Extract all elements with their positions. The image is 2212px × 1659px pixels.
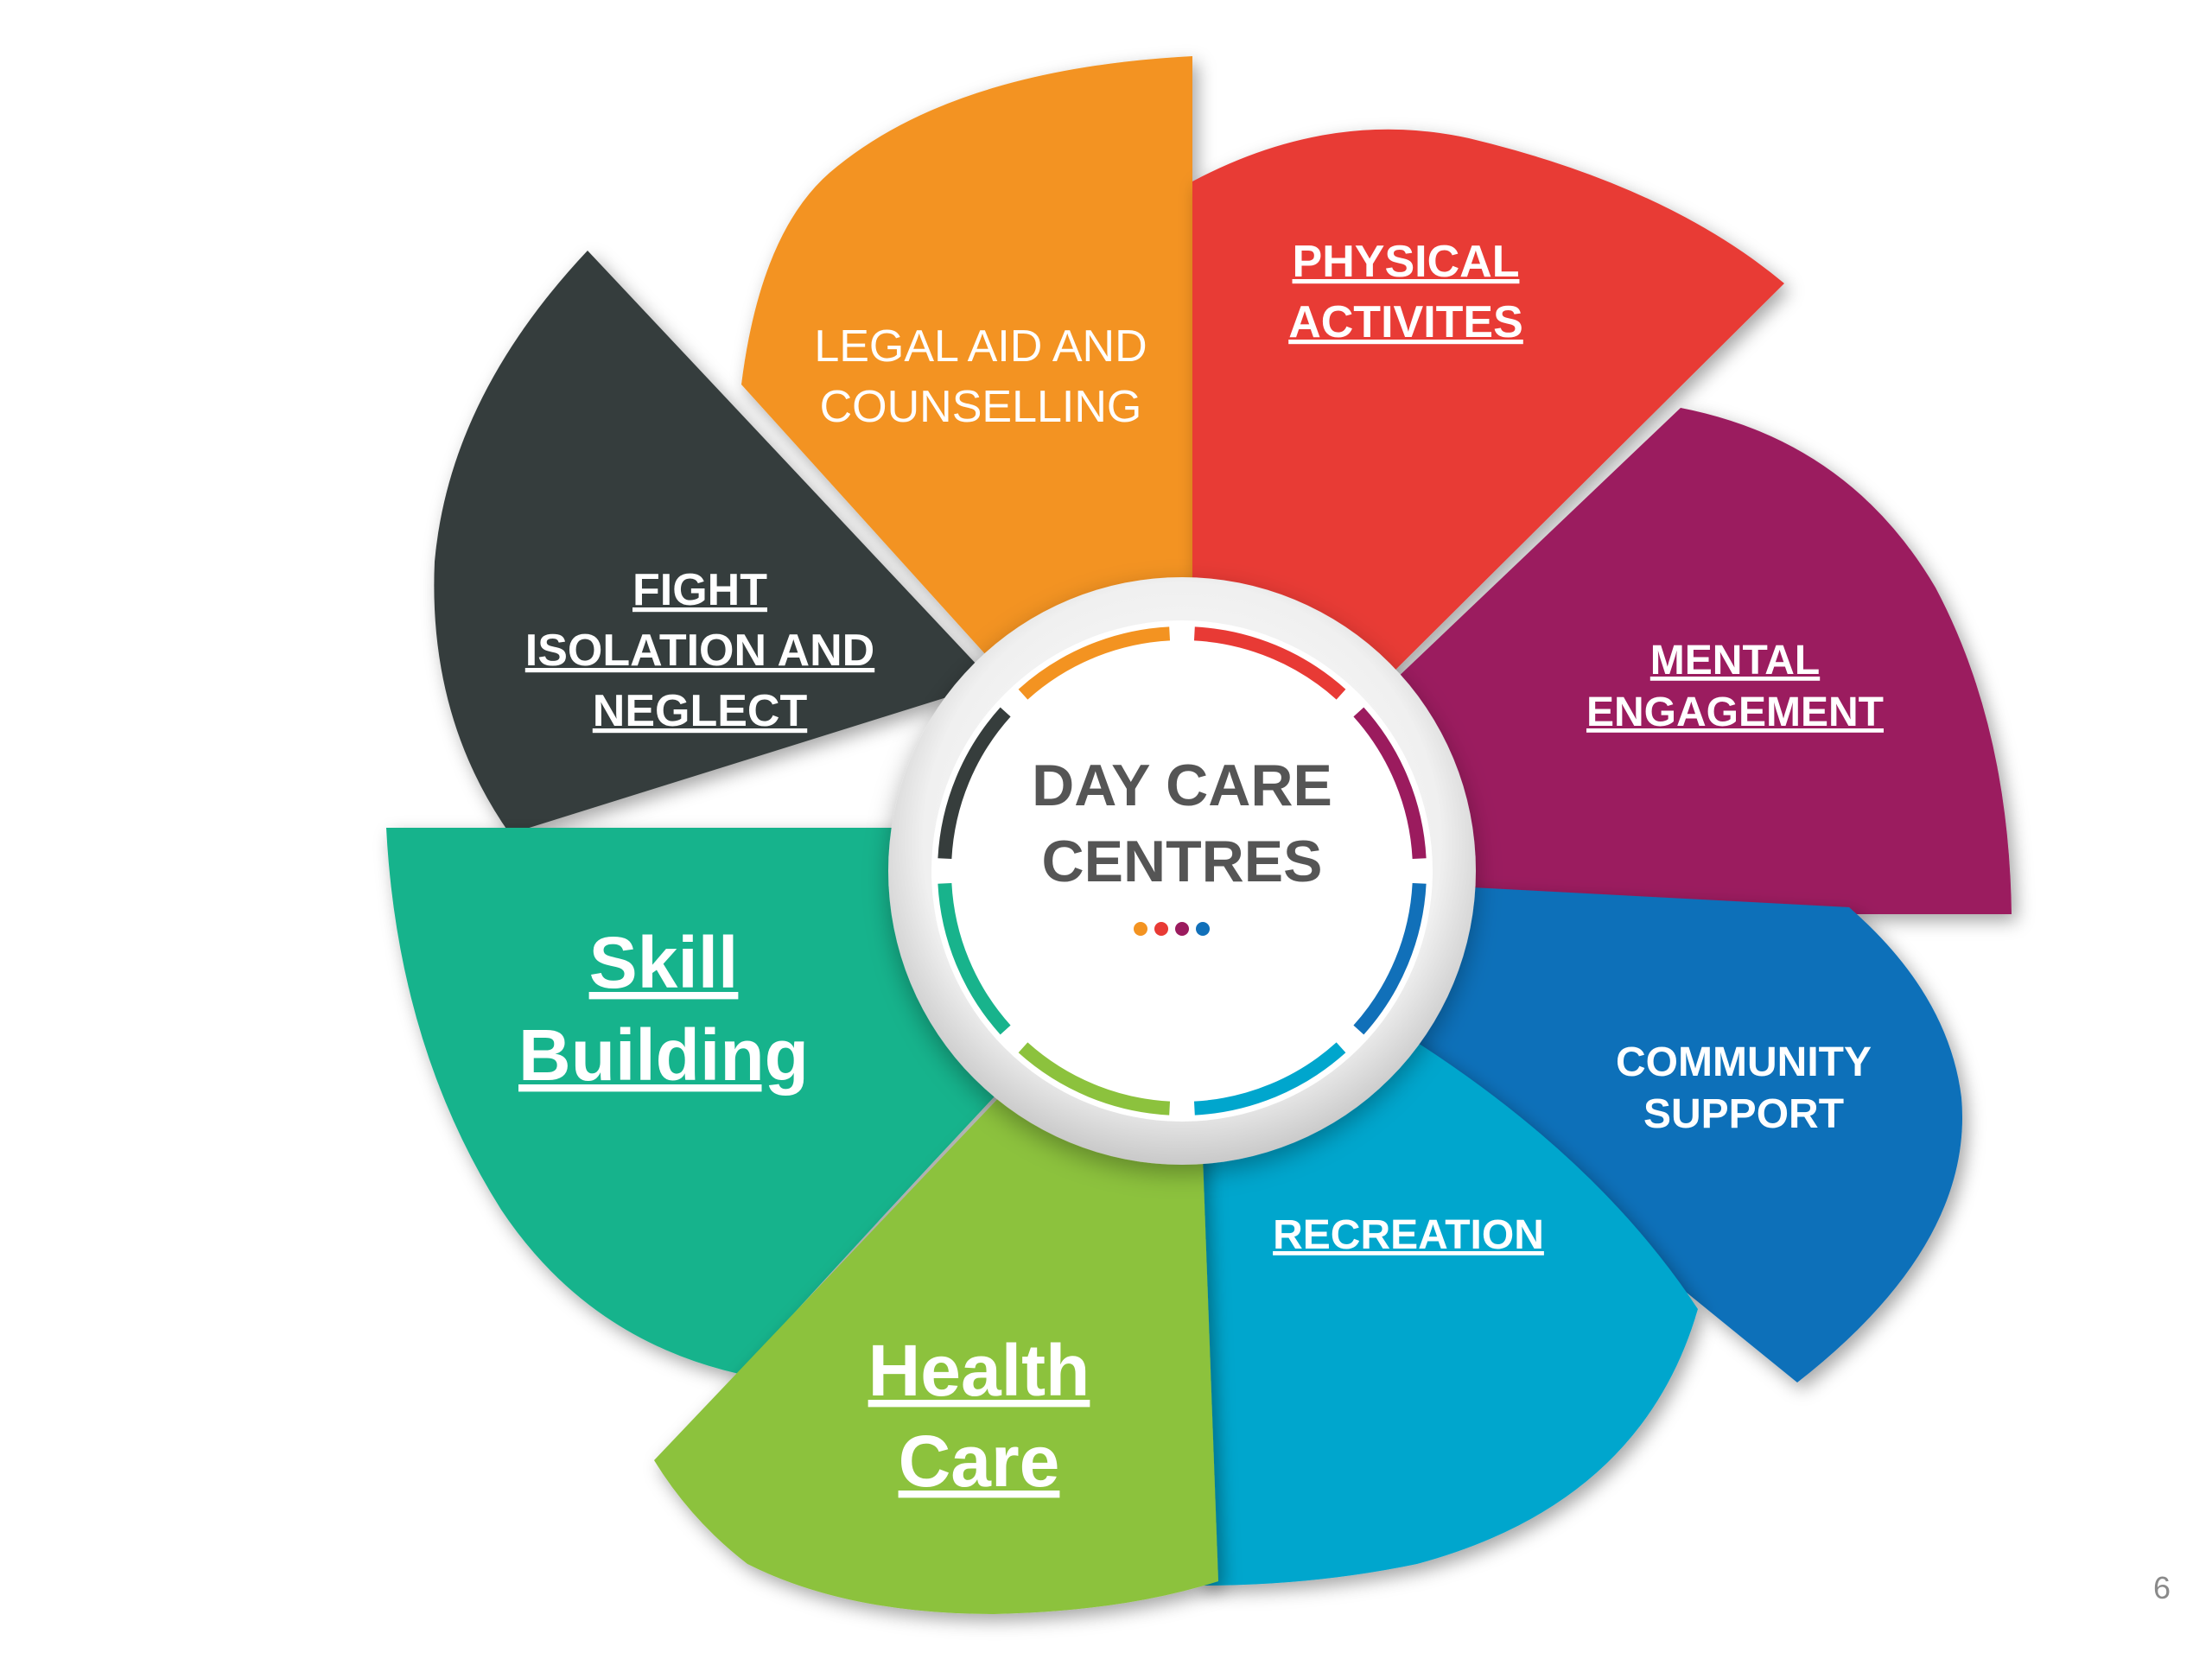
- center-dots: [1134, 922, 1210, 936]
- label-community-support-line1: COMMUNITY: [1616, 1039, 1872, 1085]
- hub-arc-skill-building: [938, 882, 1011, 1035]
- label-legal-aid[interactable]: LEGAL AID AND COUNSELLING: [814, 321, 1147, 432]
- label-community-support[interactable]: COMMUNITY SUPPORT: [1616, 1039, 1872, 1137]
- center-title-line2: CENTRES: [1042, 829, 1323, 894]
- label-health-care-line1: Health: [868, 1330, 1090, 1411]
- label-community-support-line2: SUPPORT: [1643, 1091, 1844, 1137]
- center-dot: [1134, 922, 1147, 936]
- label-recreation-line1: RECREATION: [1273, 1212, 1544, 1258]
- page-number: 6: [2153, 1570, 2171, 1605]
- hub-inner-disc: [931, 620, 1433, 1122]
- center-dot: [1154, 922, 1168, 936]
- hub-arc-recreation: [1193, 1042, 1346, 1116]
- label-recreation[interactable]: RECREATION: [1273, 1212, 1544, 1258]
- hub-arc-physical-activities: [1193, 626, 1346, 700]
- label-physical-activities-line2: ACTIVITES: [1288, 297, 1523, 347]
- label-physical-activities-line1: PHYSICAL: [1293, 237, 1520, 287]
- center-dot: [1196, 922, 1210, 936]
- label-fight-isolation-line1: FIGHT: [632, 565, 767, 615]
- label-skill-building-line2: Building: [518, 1014, 809, 1096]
- hub-arc-legal-aid: [1018, 626, 1171, 700]
- label-fight-isolation[interactable]: FIGHT ISOLATION AND NEGLECT: [525, 565, 874, 736]
- hub-arc-health-care: [1018, 1042, 1171, 1116]
- label-mental-engagement[interactable]: MENTAL ENGAGEMENT: [1586, 638, 1884, 735]
- hub-color-arcs: [938, 626, 1427, 1116]
- segment-labels: LEGAL AID AND COUNSELLING PHYSICAL ACTIV…: [518, 237, 1884, 1502]
- hub-arc-community-support: [1353, 882, 1427, 1035]
- center-title-line1: DAY CARE: [1032, 753, 1332, 818]
- hub-arc-fight-isolation: [938, 707, 1011, 860]
- label-mental-engagement-line2: ENGAGEMENT: [1586, 690, 1884, 735]
- center-hub: DAY CARE CENTRES: [888, 577, 1476, 1165]
- label-skill-building-line1: Skill: [589, 922, 739, 1003]
- label-legal-aid-line2: COUNSELLING: [820, 382, 1142, 432]
- label-health-care[interactable]: Health Care: [868, 1330, 1090, 1502]
- label-mental-engagement-line1: MENTAL: [1650, 638, 1820, 683]
- hub-arc-mental-engagement: [1353, 707, 1427, 860]
- label-health-care-line2: Care: [899, 1421, 1060, 1502]
- label-fight-isolation-line2: ISOLATION AND: [525, 626, 874, 676]
- label-physical-activities[interactable]: PHYSICAL ACTIVITES: [1288, 237, 1523, 347]
- label-legal-aid-line1: LEGAL AID AND: [814, 321, 1147, 372]
- label-fight-isolation-line3: NEGLECT: [593, 686, 808, 736]
- center-dot: [1175, 922, 1189, 936]
- label-skill-building[interactable]: Skill Building: [518, 922, 809, 1096]
- segment-fight-isolation[interactable]: [434, 251, 994, 834]
